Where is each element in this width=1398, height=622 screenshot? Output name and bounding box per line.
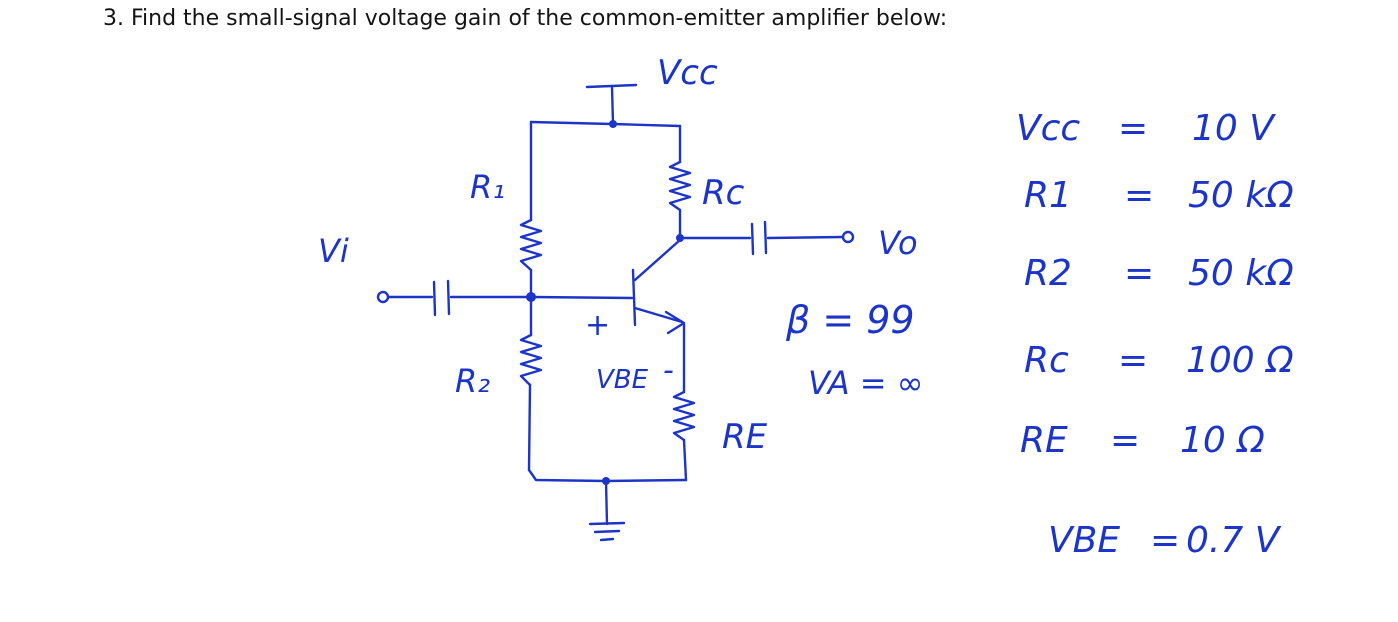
given-r2-row: R2 = 50 kΩ	[1024, 253, 1294, 294]
given-value: 0.7 V	[1186, 520, 1282, 561]
r2-label: R₂	[455, 362, 490, 400]
vbe-minus-sign: -	[663, 353, 674, 388]
bottom-rail-wire	[527, 468, 688, 483]
given-rc-row: Rc = 100 Ω	[1024, 340, 1294, 381]
re-resistor	[672, 390, 696, 442]
vi-terminal	[376, 290, 390, 304]
given-name: R1	[1024, 175, 1072, 216]
vo-terminal	[841, 230, 855, 244]
divider-wire	[527, 120, 533, 472]
given-equals: =	[1124, 253, 1154, 294]
given-values: Vcc = 10 V R1 = 50 kΩ R2 = 50 kΩ Rc = 10…	[1016, 108, 1294, 561]
given-value: 50 kΩ	[1188, 253, 1294, 294]
given-name: R2	[1024, 253, 1072, 294]
r1-label: R₁	[470, 168, 505, 206]
given-equals: =	[1150, 520, 1180, 561]
re-label: RE	[722, 417, 768, 457]
given-vcc-row: Vcc = 10 V	[1016, 108, 1276, 149]
given-value: 10 V	[1192, 108, 1276, 149]
given-equals: =	[1124, 175, 1154, 216]
vcc-label: Vcc	[657, 53, 718, 93]
top-node-dot	[609, 120, 617, 128]
given-name: Rc	[1024, 340, 1069, 381]
base-wire	[529, 295, 634, 300]
given-equals: =	[1118, 108, 1148, 149]
given-value: 10 Ω	[1180, 420, 1265, 461]
rc-resistor	[668, 160, 692, 212]
re-bottom-wire	[682, 438, 688, 482]
given-re-row: RE = 10 Ω	[1020, 420, 1265, 461]
vbe-plus-sign: +	[585, 308, 610, 343]
rc-label: Rc	[702, 173, 745, 213]
given-r1-row: R1 = 50 kΩ	[1024, 175, 1294, 216]
bjt-transistor	[631, 238, 686, 335]
top-rail-wire	[529, 120, 682, 128]
ground-symbol	[588, 479, 626, 542]
vbe-label: VBE	[596, 365, 649, 395]
vcc-terminal	[585, 83, 638, 126]
output-wire	[678, 235, 845, 240]
va-annotation: VA = ∞	[808, 364, 923, 402]
question-text: 3. Find the small-signal voltage gain of…	[103, 6, 948, 31]
given-equals: =	[1110, 420, 1140, 461]
given-name: RE	[1020, 420, 1068, 461]
vi-label: Vi	[318, 232, 349, 270]
r1-resistor	[519, 218, 543, 272]
input-coupling-capacitor	[432, 279, 451, 317]
output-coupling-capacitor	[750, 220, 768, 256]
given-name: Vcc	[1016, 108, 1080, 149]
given-equals: =	[1118, 340, 1148, 381]
given-value: 50 kΩ	[1188, 175, 1294, 216]
given-value: 100 Ω	[1186, 340, 1294, 381]
given-vbe-row: VBE = 0.7 V	[1048, 520, 1282, 561]
vo-label: Vo	[878, 224, 918, 262]
r2-resistor	[519, 333, 543, 387]
given-name: VBE	[1048, 520, 1120, 561]
beta-annotation: β = 99	[785, 298, 915, 342]
